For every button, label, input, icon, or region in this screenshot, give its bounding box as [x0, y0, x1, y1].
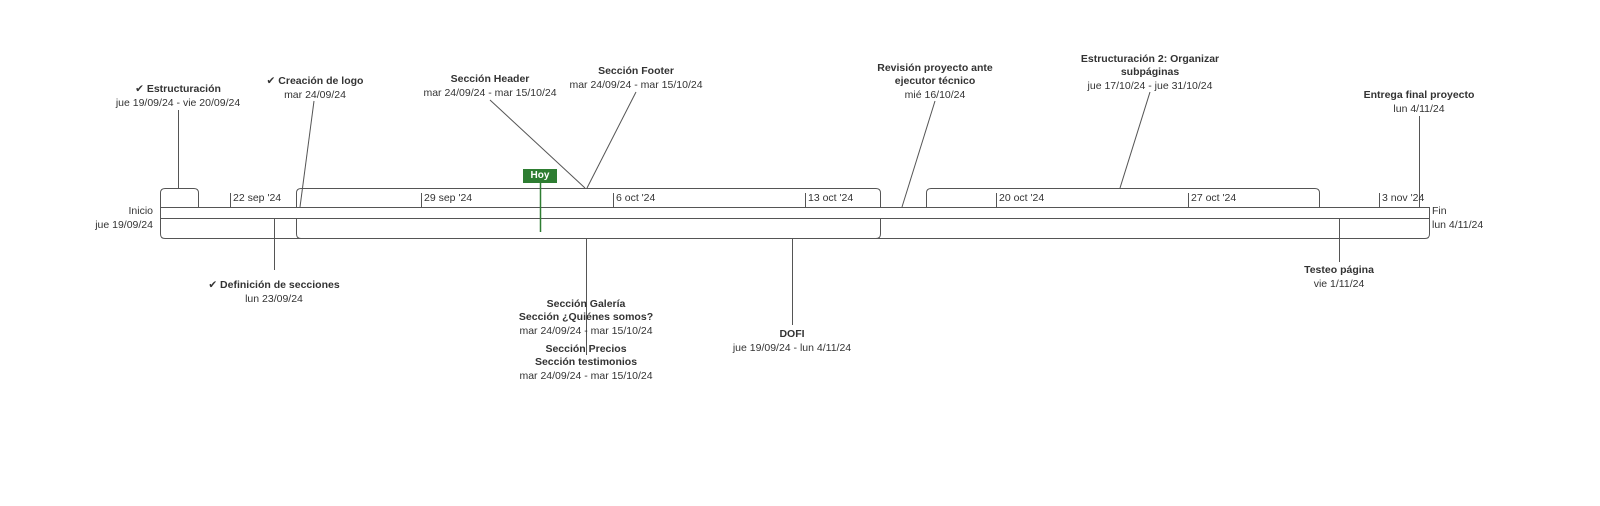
task-dates: jue 17/10/24 - jue 31/10/24	[1087, 80, 1213, 92]
bracket-lower-sections	[296, 218, 881, 239]
task-dates: mar 24/09/24 - mar 15/10/24	[569, 79, 703, 91]
task-dofi: DOFI	[779, 328, 805, 340]
end-date: lun 4/11/24	[1432, 219, 1484, 231]
task-dates: mié 16/10/24	[904, 89, 966, 101]
task-entrega-final: Entrega final proyecto	[1363, 89, 1475, 101]
task-name: Estructuración	[146, 83, 221, 95]
task-estructuracion: ✔ Estructuración	[135, 83, 221, 96]
callout-line-estructuracion-2	[1119, 91, 1151, 189]
check-icon: ✔	[135, 83, 144, 95]
task-seccion-header: Sección Header	[450, 73, 530, 85]
task-dates: lun 23/09/24	[245, 293, 303, 305]
task-galeria-line2: Sección ¿Quiénes somos?	[518, 311, 654, 323]
axis-tick-label: 3 nov '24	[1382, 192, 1425, 204]
callout-line-footer	[586, 91, 637, 189]
task-estructuracion-2-line1: Estructuración 2: Organizar	[1080, 53, 1220, 65]
task-definicion-secciones: ✔ Definición de secciones	[208, 279, 339, 292]
today-marker-label: Hoy	[523, 169, 557, 183]
task-galeria-line1: Sección Galería	[546, 298, 626, 310]
axis-tick-label: 22 sep '24	[233, 192, 282, 204]
callout-line-logo	[299, 100, 315, 208]
bracket-estructuracion	[160, 188, 199, 208]
axis-tick-label: 29 sep '24	[424, 192, 473, 204]
bracket-lower-full	[160, 218, 1430, 239]
task-estructuracion-2-line2: subpáginas	[1120, 66, 1180, 78]
end-label: Fin	[1432, 205, 1447, 217]
task-dates: mar 24/09/24 - mar 15/10/24	[519, 325, 653, 337]
main-timeline-bar	[160, 207, 1430, 219]
check-icon: ✔	[208, 279, 218, 291]
task-dates: mar 24/09/24 - mar 15/10/24	[519, 370, 653, 382]
task-name: Definición de secciones	[220, 279, 340, 291]
check-icon: ✔	[266, 75, 276, 87]
bracket-estructuracion-2	[926, 188, 1320, 208]
task-dates: mar 24/09/24 - mar 15/10/24	[423, 87, 557, 99]
task-creacion-logo: ✔ Creación de logo	[267, 75, 364, 88]
callout-line-header	[489, 99, 586, 189]
task-dates: lun 4/11/24	[1393, 103, 1445, 115]
axis-tick-label: 20 oct '24	[999, 192, 1045, 204]
task-revision-line1: Revisión proyecto ante	[877, 62, 993, 74]
axis-tick-label: 13 oct '24	[808, 192, 854, 204]
axis-tick-label: 6 oct '24	[616, 192, 656, 204]
task-dates: mar 24/09/24	[284, 89, 346, 101]
task-dates: jue 19/09/24 - lun 4/11/24	[732, 342, 852, 354]
task-dates: jue 19/09/24 - vie 20/09/24	[115, 97, 241, 109]
task-name: Creación de logo	[278, 75, 364, 87]
bracket-sections	[296, 188, 881, 208]
task-precios-line2: Sección testimonios	[534, 356, 638, 368]
task-testeo: Testeo página	[1304, 264, 1374, 276]
start-label: Inicio	[128, 205, 153, 217]
callout-line-revision	[901, 100, 936, 208]
axis-tick-label: 27 oct '24	[1191, 192, 1237, 204]
task-dates: vie 1/11/24	[1313, 278, 1365, 290]
task-revision-line2: ejecutor técnico	[894, 75, 976, 87]
task-seccion-footer: Sección Footer	[598, 65, 674, 77]
start-date: jue 19/09/24	[95, 219, 153, 231]
task-precios-line1: Sección Precios	[545, 343, 627, 355]
